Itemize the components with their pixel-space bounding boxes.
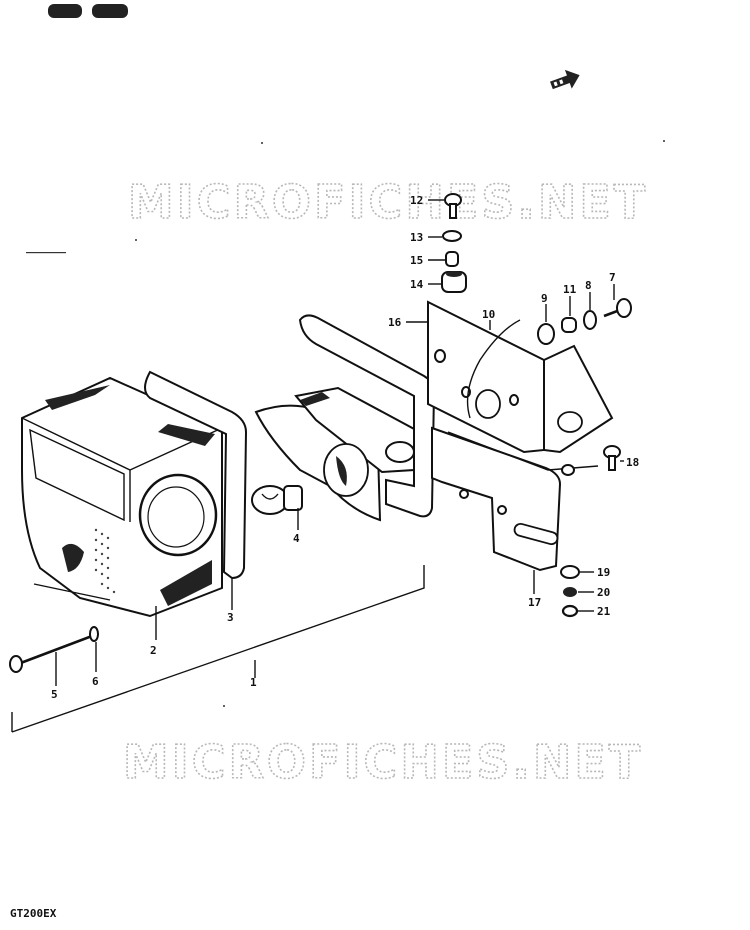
scan-specks	[26, 140, 665, 707]
washer-19	[560, 565, 580, 579]
callout-18: 18	[626, 456, 639, 469]
callout-4: 4	[293, 532, 300, 545]
washer-13	[442, 230, 462, 242]
license-bracket	[431, 426, 599, 572]
callout-8: 8	[585, 279, 592, 292]
callout-19: 19	[597, 566, 610, 579]
callout-1: 1	[250, 676, 257, 689]
washer	[89, 626, 99, 642]
header-fragment	[48, 4, 128, 18]
assembly-bracket	[11, 565, 425, 733]
callout-9: 9	[541, 292, 548, 305]
callout-21: 21	[597, 605, 611, 618]
callout-10: 10	[482, 308, 495, 321]
callout-12: 12	[410, 194, 423, 207]
callout-20: 20	[597, 586, 610, 599]
bolt-7	[603, 298, 632, 318]
callout-14: 14	[410, 278, 424, 291]
bolt	[9, 634, 93, 673]
gasket	[144, 370, 248, 580]
front-arrow-icon	[550, 69, 580, 90]
callout-15: 15	[410, 254, 423, 267]
leader-lines	[55, 199, 624, 686]
washer-9	[537, 323, 555, 345]
callout-2: 2	[150, 644, 157, 657]
bulb	[251, 485, 303, 515]
rear-bracket	[427, 300, 614, 454]
callouts: 1 2 3 4 5 6 7 8 9 10 11 12 13 14 15 16 1…	[51, 194, 639, 701]
lens-frame	[298, 314, 436, 518]
callout-16: 16	[388, 316, 402, 329]
screw-18	[603, 445, 621, 471]
grommet-14	[441, 271, 467, 293]
callout-17: 17	[528, 596, 541, 609]
model-code: GT200EX	[10, 907, 57, 920]
watermark-top: MICROFICHES.NET	[128, 175, 648, 229]
callout-3: 3	[227, 611, 234, 624]
callout-11: 11	[563, 283, 577, 296]
nut-21	[561, 604, 579, 618]
spacer-11	[561, 317, 577, 333]
callout-7: 7	[609, 271, 616, 284]
lock-washer-20	[563, 587, 577, 597]
callout-6: 6	[92, 675, 99, 688]
lamp-socket	[254, 386, 418, 522]
callout-5: 5	[51, 688, 58, 701]
collar-15	[445, 251, 459, 267]
watermark-bottom: MICROFICHES.NET	[123, 735, 643, 789]
callout-13: 13	[410, 231, 423, 244]
lamp-housing	[21, 376, 223, 618]
washer-8	[583, 310, 597, 330]
screw	[444, 193, 462, 219]
